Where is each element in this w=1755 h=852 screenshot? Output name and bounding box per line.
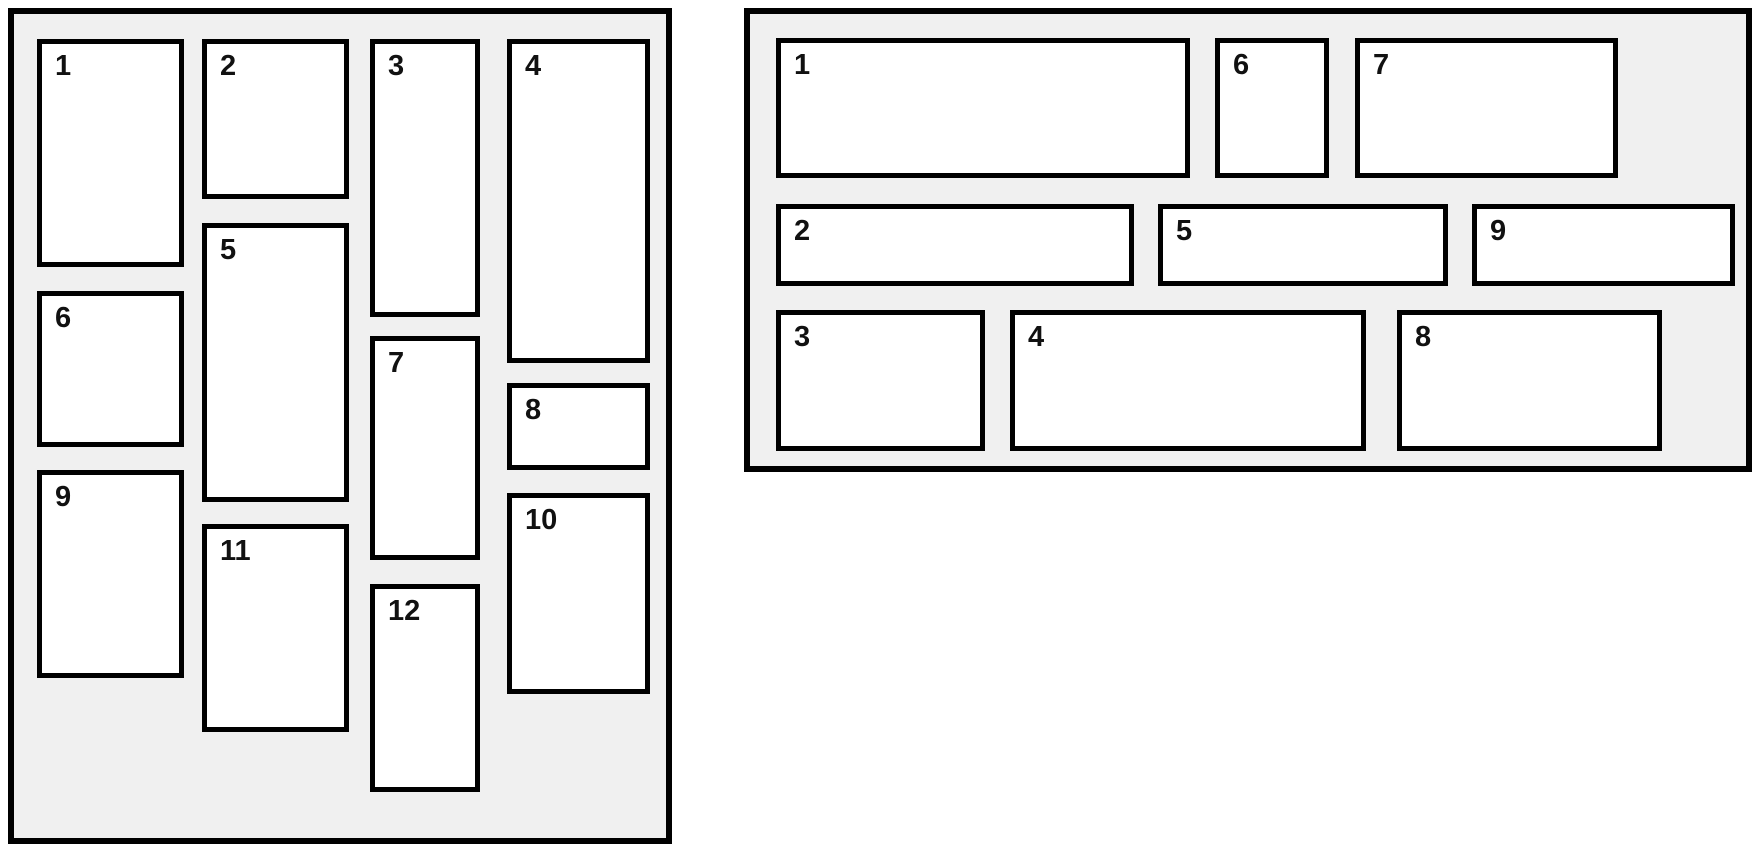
layout-box: 12: [370, 584, 480, 792]
layout-box: 3: [370, 39, 480, 317]
layout-box: 5: [1158, 204, 1448, 286]
box-label: 2: [794, 215, 811, 247]
layout-box: 4: [1010, 310, 1366, 451]
box-label: 12: [388, 595, 421, 627]
layout-box: 6: [37, 291, 184, 447]
layout-box: 9: [1472, 204, 1735, 286]
layout-box: 2: [776, 204, 1134, 286]
layout-box: 8: [507, 383, 650, 470]
layout-box: 10: [507, 493, 650, 694]
layout-box: 8: [1397, 310, 1662, 451]
box-label: 1: [55, 50, 72, 82]
layout-box: 4: [507, 39, 650, 363]
box-label: 10: [525, 504, 558, 536]
box-label: 3: [794, 321, 811, 353]
layout-box: 2: [202, 39, 349, 199]
box-label: 1: [794, 49, 811, 81]
box-label: 6: [55, 302, 72, 334]
box-label: 3: [388, 50, 405, 82]
layout-box: 1: [37, 39, 184, 267]
box-label: 8: [1415, 321, 1432, 353]
layout-box: 6: [1215, 38, 1329, 178]
layout-box: 11: [202, 524, 349, 732]
box-label: 4: [1028, 321, 1045, 353]
box-label: 9: [1490, 215, 1507, 247]
box-label: 2: [220, 50, 237, 82]
box-label: 6: [1233, 49, 1250, 81]
box-label: 7: [388, 347, 405, 379]
layout-box: 5: [202, 223, 349, 502]
layout-box: 7: [1355, 38, 1618, 178]
layout-box: 3: [776, 310, 985, 451]
box-label: 4: [525, 50, 542, 82]
box-label: 9: [55, 481, 72, 513]
box-label: 5: [220, 234, 237, 266]
box-label: 5: [1176, 215, 1193, 247]
box-label: 7: [1373, 49, 1390, 81]
layout-box: 1: [776, 38, 1190, 178]
box-label: 11: [220, 535, 251, 567]
box-label: 8: [525, 394, 542, 426]
layout-box: 9: [37, 470, 184, 678]
layout-box: 7: [370, 336, 480, 560]
grid-rows-panel: 1 2 3 4 5 6 7 8 9: [744, 8, 1752, 472]
